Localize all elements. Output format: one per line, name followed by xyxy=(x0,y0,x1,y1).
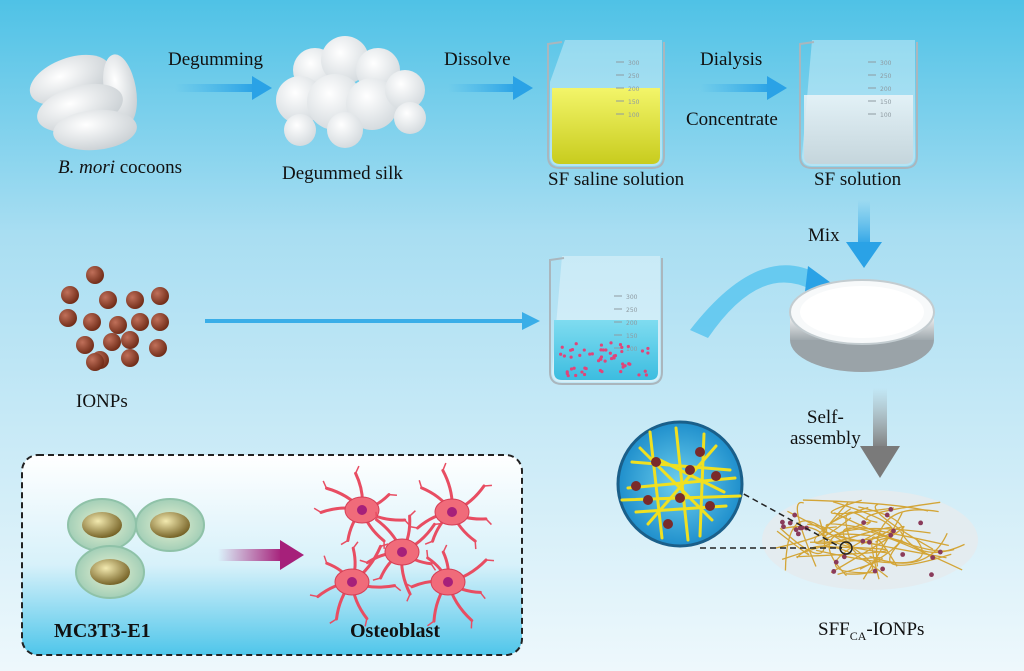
degumming-label: Degumming xyxy=(168,49,263,70)
dissolve-arrow xyxy=(448,76,533,100)
svg-text:100: 100 xyxy=(880,112,892,119)
differentiation-arrow xyxy=(218,540,304,570)
dissolve-label: Dissolve xyxy=(444,49,511,70)
dispersed-nanoparticles xyxy=(559,341,650,378)
self-assembly-arrow xyxy=(860,388,900,478)
svg-text:150: 150 xyxy=(880,99,892,106)
mc3t3-cells xyxy=(67,498,205,599)
beaker-scale-1: 300 250 200 150 100 xyxy=(616,60,640,119)
dialysis-label: Dialysis xyxy=(700,49,763,70)
svg-text:300: 300 xyxy=(880,60,892,67)
fiber-scaffold xyxy=(762,490,978,590)
ionp-transfer-arrow xyxy=(205,312,540,330)
svg-text:200: 200 xyxy=(626,320,638,327)
svg-text:250: 250 xyxy=(880,73,892,80)
sf-solution-label: SF solution xyxy=(814,169,902,190)
ionp-particles xyxy=(59,266,169,371)
degummed-silk-label: Degummed silk xyxy=(282,163,403,184)
sf-solution-beaker: 300 250 200 150 100 xyxy=(799,40,918,169)
mix-arrow xyxy=(846,200,882,268)
svg-text:250: 250 xyxy=(626,307,638,314)
svg-text:200: 200 xyxy=(880,86,892,93)
dialysis-arrow xyxy=(700,76,787,100)
sf-saline-beaker: 300 250 200 150 100 xyxy=(547,40,665,169)
svg-text:300: 300 xyxy=(626,294,638,301)
mc3t3-label: MC3T3-E1 xyxy=(54,620,151,642)
svg-text:300: 300 xyxy=(628,60,640,67)
concentrate-label: Concentrate xyxy=(686,109,778,130)
self-assembly-label: Self- assembly xyxy=(790,407,861,450)
sf-saline-label: SF saline solution xyxy=(548,169,685,190)
degummed-silk-illustration xyxy=(276,36,426,148)
svg-text:200: 200 xyxy=(628,86,640,93)
cell-culture-panel xyxy=(21,454,523,656)
svg-text:100: 100 xyxy=(628,112,640,119)
cocoons-illustration xyxy=(29,54,137,151)
osteoblast-cells xyxy=(309,462,495,629)
zoom-inset xyxy=(616,420,853,555)
beaker-scale-3: 300 250 200 150 100 xyxy=(614,294,638,353)
degumming-arrow xyxy=(175,76,272,100)
self-assembly-line-2: assembly xyxy=(790,427,861,449)
mix-label: Mix xyxy=(808,225,840,246)
ionps-label: IONPs xyxy=(76,391,128,412)
cocoons-label: B. mori cocoons xyxy=(58,157,183,178)
svg-text:150: 150 xyxy=(626,333,638,340)
ionp-beaker: 300 250 200 150 100 xyxy=(549,256,663,385)
petri-dish xyxy=(789,279,935,372)
osteoblast-label: Osteoblast xyxy=(350,620,440,642)
svg-text:150: 150 xyxy=(628,99,640,106)
beaker-scale-2: 300 250 200 150 100 xyxy=(868,60,892,119)
product-label: SFFCA-IONPs xyxy=(818,619,925,643)
svg-text:100: 100 xyxy=(626,346,638,353)
svg-text:250: 250 xyxy=(628,73,640,80)
self-assembly-line-1: Self- xyxy=(806,407,844,428)
